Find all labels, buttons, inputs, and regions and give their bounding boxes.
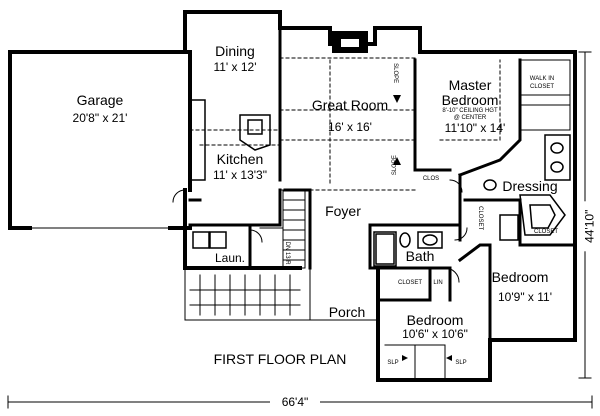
dressing-name: Dressing: [502, 178, 558, 194]
master-name: Master: [448, 77, 492, 93]
stair-down-label: DN 13 R: [284, 241, 291, 265]
garage-walls: [8, 50, 192, 230]
bedroom3-name: Bedroom: [406, 312, 464, 328]
slider-label-2: SLP: [455, 360, 467, 366]
master-bath-fixtures: [483, 134, 571, 241]
master-name-2: Bedroom: [441, 92, 499, 108]
dining-name: Dining: [215, 43, 255, 59]
plan-title: FIRST FLOOR PLAN: [213, 351, 347, 367]
slope-arrows: [393, 95, 452, 361]
sliding-doors: [384, 344, 446, 379]
bedroom3-size: 10'6" x 10'6": [402, 327, 468, 341]
walk-in-closet: [521, 59, 571, 131]
great-room-size: 16' x 16': [328, 120, 372, 134]
bath-fixtures: [373, 231, 443, 267]
kitchen-size: 11' x 13'3": [213, 168, 267, 182]
laundry-name: Laun.: [214, 251, 246, 265]
garage-size: 20'8" x 21': [72, 111, 128, 125]
door-swings: [172, 179, 468, 283]
bed2-closet-label: CLOSET: [533, 229, 558, 235]
dining-size: 11' x 12': [213, 60, 257, 74]
walk-in-label: WALK IN: [529, 76, 555, 82]
master-size: 11'10" x 14': [444, 121, 506, 135]
slope-label-1: SLOPE: [392, 63, 399, 84]
great-room-name: Great Room: [311, 97, 389, 113]
bath-name: Bath: [405, 248, 435, 264]
kitchen-name: Kitchen: [216, 151, 264, 167]
slope-label-2: SLOPE: [391, 155, 398, 176]
foyer-name: Foyer: [325, 203, 361, 219]
bed3-closet-label: CLOSET: [397, 280, 422, 286]
porch-outline: [184, 267, 379, 321]
kitchen-counters: [189, 99, 271, 181]
laundry-appliances: [192, 231, 227, 249]
bedroom2-size: 10'9" x 11': [498, 290, 552, 304]
bedroom2-name: Bedroom: [491, 269, 549, 285]
dashed-lines: [189, 57, 501, 191]
width-dimension: 66'4": [270, 396, 320, 409]
garage-name: Garage: [76, 92, 124, 108]
clos-label: CLOS: [422, 176, 440, 182]
master-ceiling-note: 8'-10" CEILING HGT: [442, 108, 498, 114]
stairs: [259, 189, 306, 269]
linen-label: LIN: [433, 280, 443, 286]
porch-name: Porch: [328, 304, 366, 320]
master-ceiling-note-2: @ CENTER: [453, 115, 487, 121]
depth-dimension: 44'10": [583, 201, 597, 252]
walk-in-label-2: CLOSET: [529, 84, 554, 90]
dressing-closet-label: CLOSET: [477, 206, 484, 231]
fireplace: [332, 31, 368, 53]
slider-label-1: SLP: [387, 360, 399, 366]
